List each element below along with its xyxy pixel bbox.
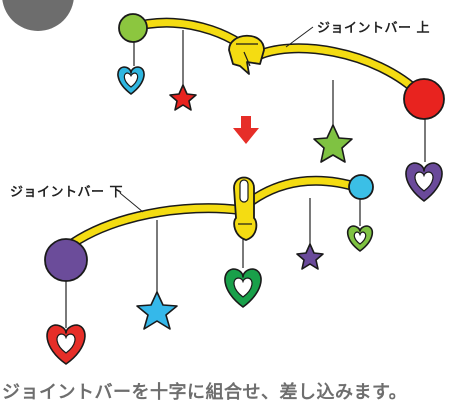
star-icon	[296, 243, 324, 270]
step-number-circle	[2, 0, 74, 31]
top-hub	[228, 34, 265, 75]
bottom-joint-bar-label: ジョイントバー 下	[10, 185, 124, 200]
bottom-hub	[233, 176, 258, 241]
star-icon	[313, 124, 353, 163]
heart-icon	[346, 225, 374, 252]
red-ball	[403, 78, 445, 120]
heart-icon	[117, 66, 145, 95]
purple-ball	[44, 238, 88, 282]
instruction-caption: ジョイントバーを十字に組合せ、差し込みます。	[2, 382, 408, 403]
top-joint-bar-label: ジョイントバー 上	[317, 21, 431, 36]
label-leader-line	[285, 26, 314, 48]
heart-icon	[224, 268, 262, 308]
heart-icon	[405, 162, 443, 202]
sky-blue-ball	[348, 174, 374, 200]
label-leader-line	[119, 192, 144, 213]
green-ball	[118, 13, 148, 43]
down-arrow-icon	[233, 116, 259, 144]
star-icon	[169, 84, 197, 111]
heart-icon	[46, 324, 86, 365]
bottom-mobile-assembly	[44, 174, 374, 365]
top-mobile-assembly	[117, 13, 445, 202]
star-icon	[136, 291, 178, 330]
